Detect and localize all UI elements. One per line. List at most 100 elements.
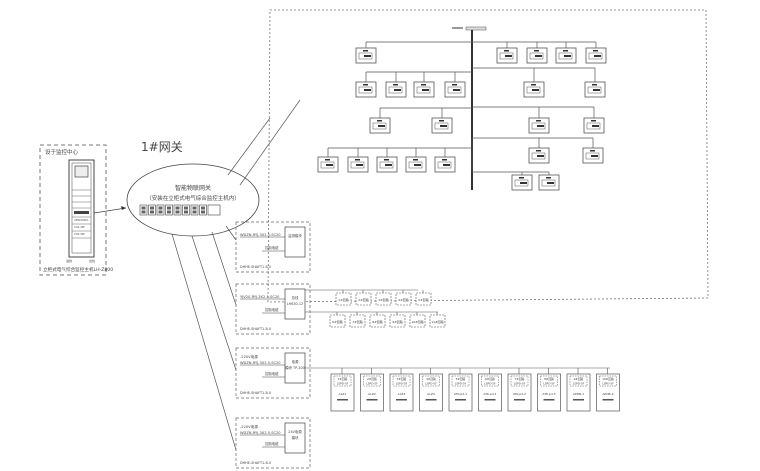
gateway-ellipse bbox=[126, 163, 260, 237]
device-label: 监测模块 bbox=[288, 233, 302, 238]
loop-id: 2#回路 bbox=[367, 377, 377, 381]
module-box bbox=[375, 292, 392, 306]
loop-model: LSPD-5F bbox=[543, 382, 555, 386]
module-label: 5#回路 bbox=[418, 297, 428, 302]
gateway-note: （安装在立柜式电气综合监控主机内） bbox=[146, 194, 240, 202]
device-box bbox=[431, 117, 453, 134]
sub-cabinet-frame bbox=[235, 221, 311, 273]
loop-box bbox=[448, 373, 473, 412]
gateway-title: 1#网关 bbox=[141, 140, 183, 154]
loop-model: LSPD-5F bbox=[425, 382, 437, 386]
module-label: 1#回路 bbox=[338, 297, 348, 302]
loop-desc: ALZ4 bbox=[427, 392, 435, 396]
loop-model: LSPD-5F bbox=[455, 382, 467, 386]
loop-id: 7#回路 bbox=[515, 377, 525, 381]
device-box bbox=[496, 47, 518, 64]
cabinet-footer: DHHE-SHAFT1-8-0 bbox=[240, 265, 271, 269]
loop-model: LSPD-5F bbox=[337, 382, 349, 386]
module-box bbox=[349, 314, 366, 328]
module-box bbox=[429, 314, 446, 328]
gateway-terminal bbox=[207, 204, 221, 216]
device-box bbox=[284, 226, 306, 258]
module-label: 2#回路 bbox=[358, 297, 368, 302]
loop-id: 10#回路 bbox=[602, 377, 614, 381]
loop-box bbox=[389, 373, 414, 412]
gateway-port bbox=[148, 204, 156, 216]
loop-model: LSPD-5F bbox=[396, 382, 408, 386]
device-box bbox=[585, 47, 607, 64]
loop-id: 1#回路 bbox=[338, 377, 348, 381]
device-label: 模块 bbox=[292, 435, 299, 440]
loop-id: 3#回路 bbox=[397, 377, 407, 381]
device-box bbox=[526, 47, 548, 64]
link-line bbox=[171, 233, 237, 451]
device-box bbox=[385, 81, 407, 98]
loop-model: LSPD-5F bbox=[484, 382, 496, 386]
module-box bbox=[389, 314, 406, 328]
device-box bbox=[355, 81, 377, 98]
loop-box bbox=[419, 373, 443, 412]
device-box bbox=[583, 117, 605, 134]
loop-model: LSPD-5F bbox=[514, 382, 526, 386]
cable-top-label: -220V电源 bbox=[240, 354, 258, 359]
sub-cabinets: WDZN-RYJ-3X2.5-SC20 控制电缆 监测模块 DHHE-SHAFT1-8… bbox=[235, 221, 620, 469]
loop-box bbox=[478, 373, 502, 412]
module-label: 9#回路 bbox=[392, 319, 402, 324]
monitor-center-label: 设于监控中心 bbox=[45, 148, 79, 156]
loop-id: 6#回路 bbox=[485, 377, 495, 381]
device-label: 总线 bbox=[292, 295, 299, 300]
loop-id: 4#回路 bbox=[426, 377, 436, 381]
sub-cabinet: WDZN-RYJ-3X2.5-SC20控制电缆监测模块DHHE-SHAFT1-8… bbox=[235, 221, 311, 273]
cabinet-slot: CO2-30F bbox=[74, 232, 85, 236]
gateway-ports bbox=[139, 204, 221, 216]
loop-desc: ALZ1 bbox=[339, 392, 347, 396]
loop-model: LSPD-5F bbox=[366, 382, 378, 386]
link-line bbox=[225, 225, 237, 241]
loop-box bbox=[537, 373, 561, 412]
network-frame bbox=[267, 9, 709, 303]
loop-model: LSPD-5F bbox=[602, 382, 614, 386]
cable-label: WDZN-RYJ-3X2.5-SC20 bbox=[240, 233, 281, 237]
sub-label: 控制电缆 bbox=[265, 307, 279, 312]
device-box bbox=[413, 81, 435, 98]
link-line bbox=[227, 117, 271, 176]
cable-label: YJV20-RYJ-3X2.5-SC20 bbox=[240, 295, 280, 299]
loop-model: LSPD-5F bbox=[573, 382, 585, 386]
loop-box bbox=[596, 373, 620, 412]
device-box bbox=[528, 147, 550, 164]
link-line bbox=[239, 99, 301, 186]
loop-id: 5#回路 bbox=[456, 377, 466, 381]
device-box bbox=[523, 81, 545, 98]
gateway-port bbox=[165, 204, 173, 216]
sub-cabinet-frame bbox=[235, 347, 311, 399]
sub-label: 控制电缆 bbox=[265, 371, 279, 376]
link-line bbox=[211, 231, 237, 306]
device-box bbox=[369, 117, 391, 134]
module-label: 8#回路 bbox=[372, 319, 382, 324]
loop-desc: ATK-pd-2 bbox=[513, 392, 526, 396]
loop-desc: ATK-pd-1 bbox=[454, 392, 467, 396]
sub-cabinet: YJV20-RYJ-3X2.5-SC20控制电缆总线LH630-12DHHE-S… bbox=[235, 283, 311, 335]
device-label: 电源 bbox=[292, 359, 299, 364]
link-line bbox=[93, 207, 127, 214]
loop-desc: ATK-pd-1 bbox=[483, 392, 496, 396]
sub-cabinet-frame bbox=[235, 283, 311, 335]
module-label: 7#回路 bbox=[352, 319, 362, 324]
link-line bbox=[191, 235, 237, 371]
gateway-port bbox=[199, 204, 207, 216]
sub-cabinet: -220V电源WDZN-RYJ-3X2.5-SC20控制电缆24V电源模块DHH… bbox=[235, 417, 311, 469]
gateway-port bbox=[182, 204, 190, 216]
loop-box bbox=[360, 373, 384, 412]
device-label: 24V电源 bbox=[288, 429, 302, 434]
device-box bbox=[555, 47, 577, 64]
cabinet-caption: 立柜式电气综合监控主机LH-Z800 bbox=[43, 266, 113, 273]
loop-box bbox=[507, 373, 532, 412]
sub-cabinet-frame bbox=[235, 417, 311, 469]
loop-box bbox=[566, 373, 591, 412]
device-box bbox=[528, 117, 550, 134]
device-box bbox=[538, 174, 560, 191]
device-box bbox=[284, 422, 306, 454]
loop-id: 9#回路 bbox=[574, 377, 584, 381]
module-label: 4#回路 bbox=[398, 297, 408, 302]
